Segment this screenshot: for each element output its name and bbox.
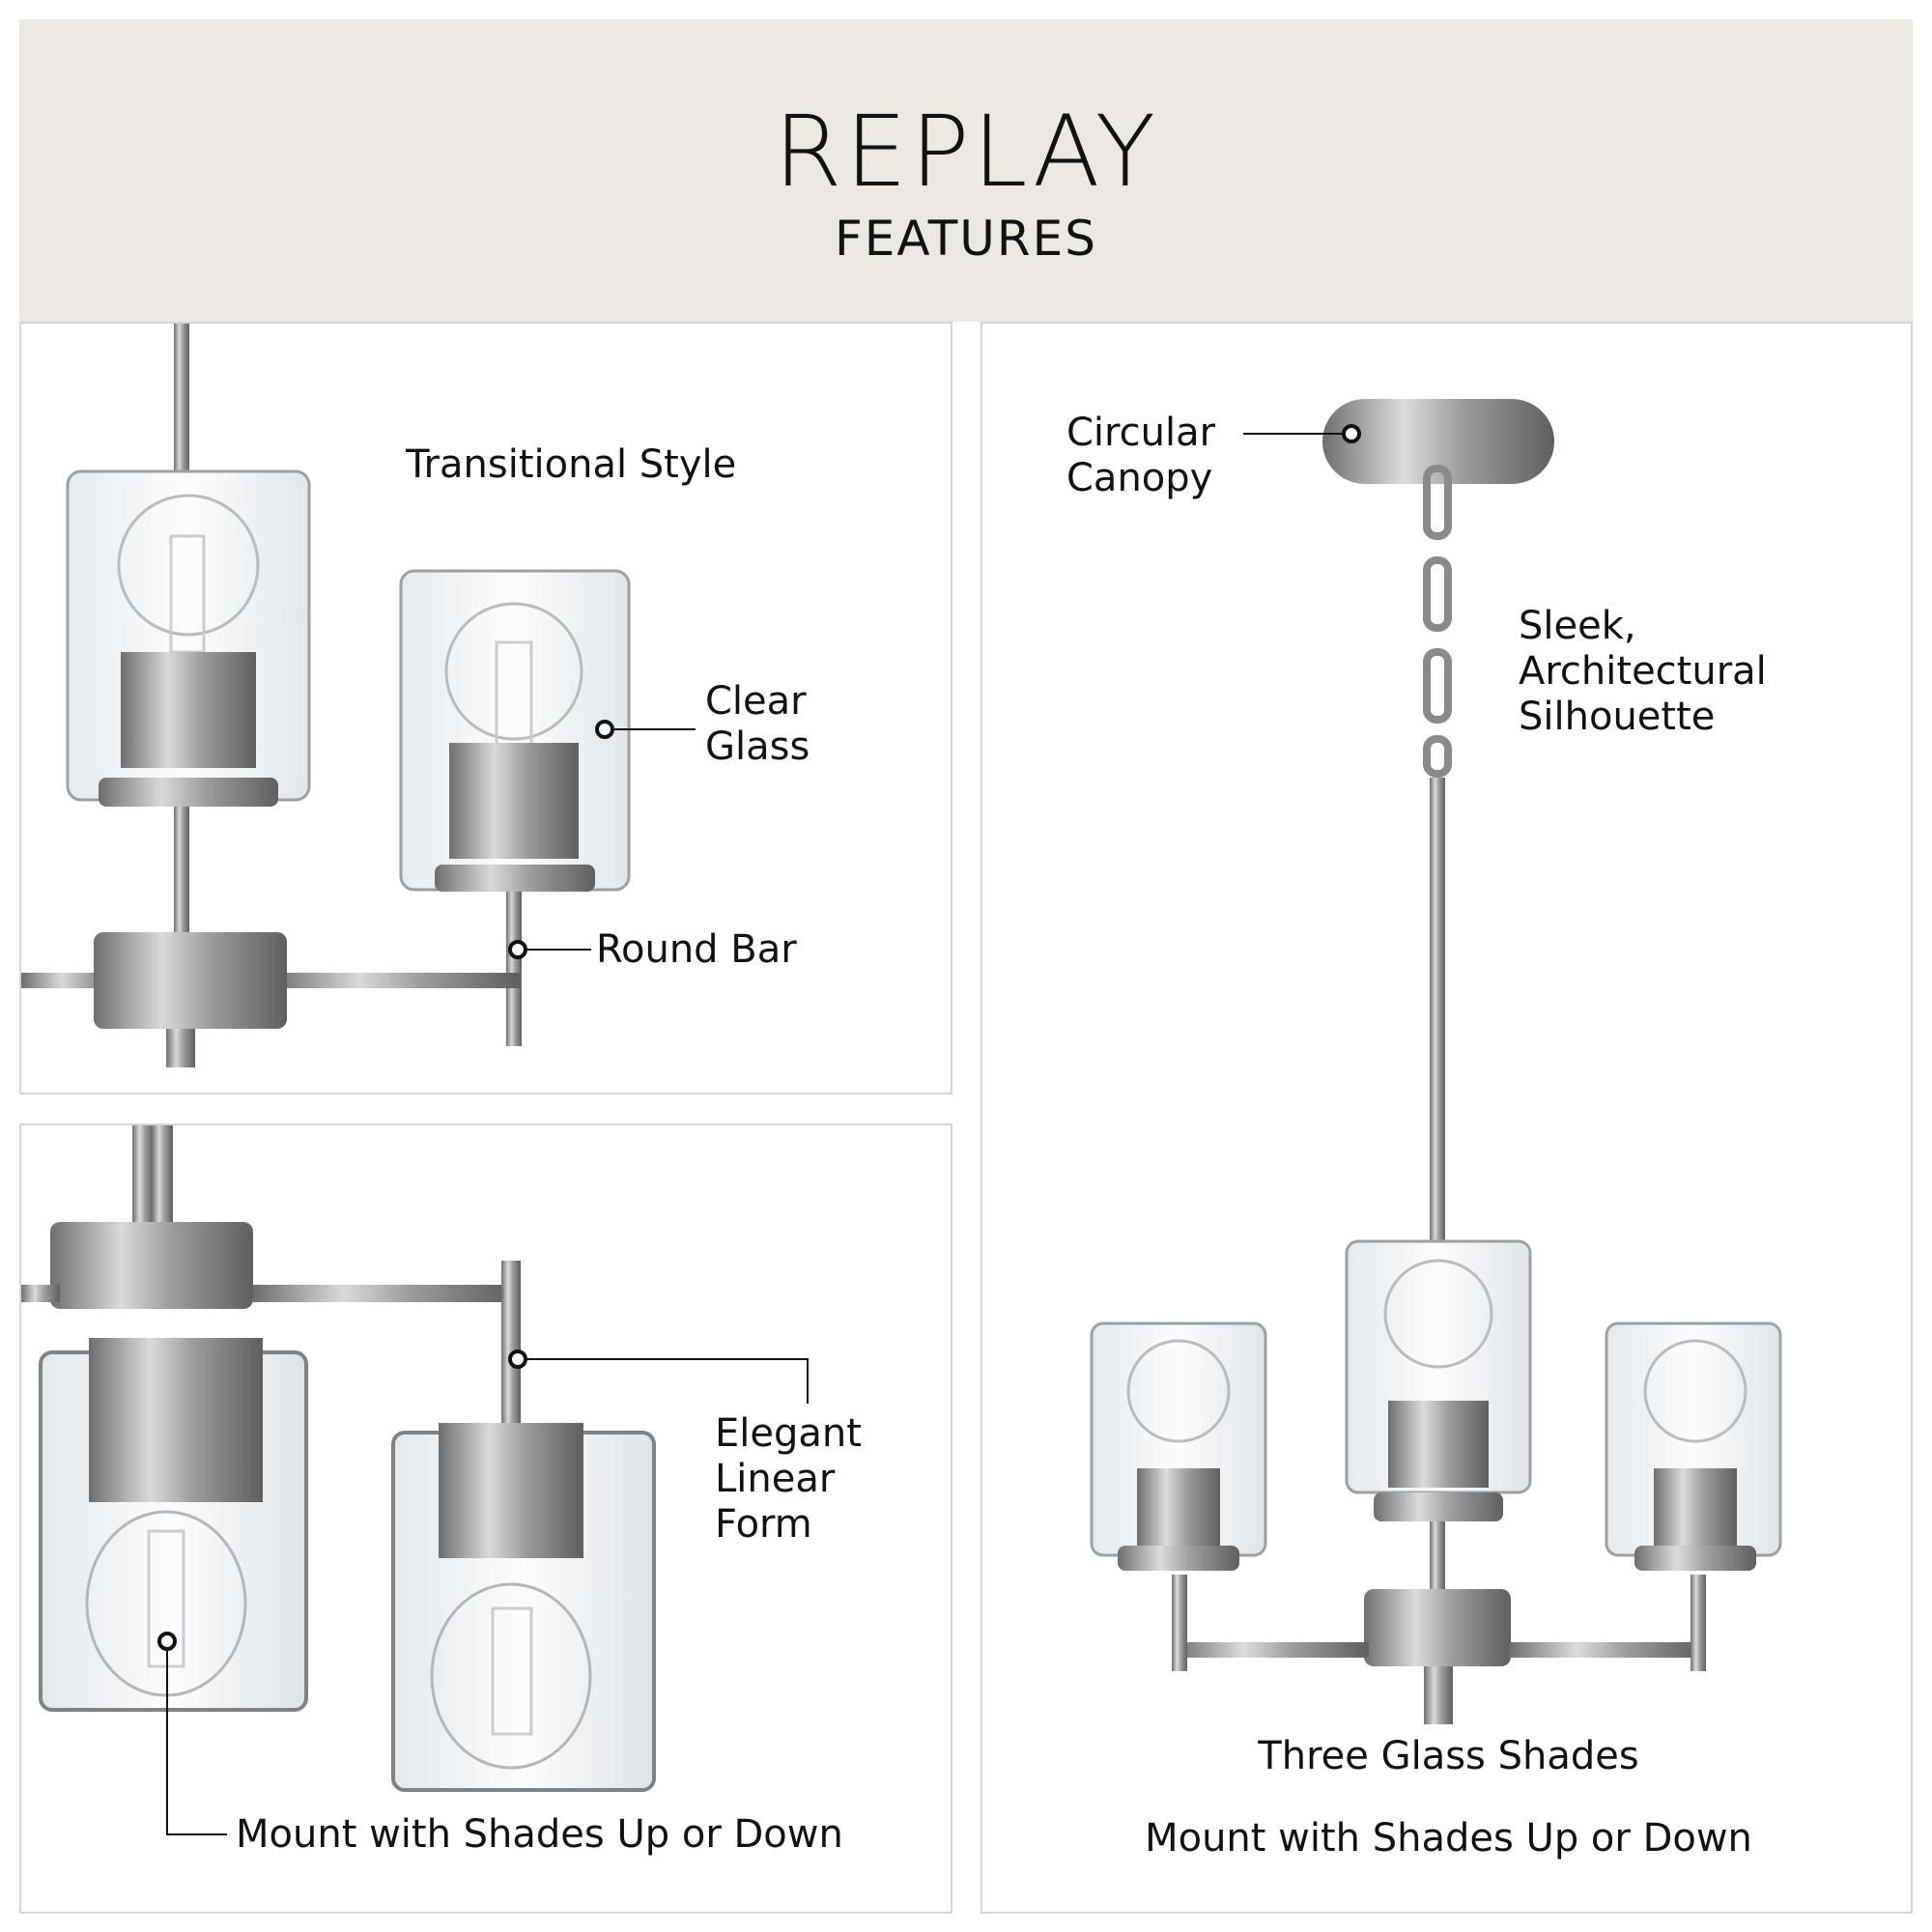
fixture-closeup-shades-down bbox=[21, 1125, 656, 1792]
callout-line-elegant bbox=[508, 1350, 809, 1404]
callout-clear-glass-line1: Clear bbox=[705, 679, 807, 724]
callout-clear-glass: Clear Glass bbox=[705, 679, 810, 770]
callout-line-mount-left bbox=[157, 1632, 227, 1835]
callout-mount-right: Mount with Shades Up or Down bbox=[1145, 1816, 1752, 1861]
callout-line-clear-glass bbox=[595, 720, 696, 739]
page-title: REPLAY bbox=[773, 95, 1159, 210]
callout-sleek-line3: Silhouette bbox=[1519, 695, 1716, 739]
callout-elegant-linear-form: Elegant Linear Form bbox=[715, 1411, 862, 1548]
callout-three-glass-shades: Three Glass Shades bbox=[1258, 1734, 1639, 1778]
callout-sleek-line2: Architectural bbox=[1519, 649, 1767, 694]
fixture-full-view bbox=[1090, 399, 1782, 1724]
callout-circular-line2: Canopy bbox=[1066, 456, 1213, 500]
callout-elegant-line1: Elegant bbox=[715, 1411, 862, 1456]
detail-panel-top-left: Transitional Style Clear Glass Round Bar bbox=[19, 322, 952, 1094]
callout-clear-glass-line2: Glass bbox=[705, 724, 810, 769]
callout-elegant-line2: Linear bbox=[715, 1457, 836, 1501]
full-fixture-panel: Circular Canopy Sleek, Architectural Sil… bbox=[980, 322, 1913, 1914]
callout-round-bar: Round Bar bbox=[596, 927, 797, 972]
page-subtitle: FEATURES bbox=[835, 211, 1097, 267]
callout-circular-line1: Circular bbox=[1066, 411, 1216, 455]
callout-line-circular-canopy bbox=[1243, 424, 1361, 443]
callout-sleek-line1: Sleek, bbox=[1519, 604, 1636, 648]
callout-elegant-line3: Form bbox=[715, 1502, 812, 1547]
fixture-closeup-shades-up bbox=[21, 324, 631, 1067]
callout-transitional-style: Transitional Style bbox=[406, 442, 737, 487]
callout-sleek-silhouette: Sleek, Architectural Silhouette bbox=[1519, 604, 1767, 740]
callout-circular-canopy: Circular Canopy bbox=[1066, 411, 1215, 501]
header-banner bbox=[19, 19, 1913, 322]
callout-line-round-bar bbox=[508, 940, 591, 959]
callout-mount-left: Mount with Shades Up or Down bbox=[236, 1812, 843, 1857]
detail-panel-bottom-left: Elegant Linear Form Mount with Shades Up… bbox=[19, 1123, 952, 1914]
